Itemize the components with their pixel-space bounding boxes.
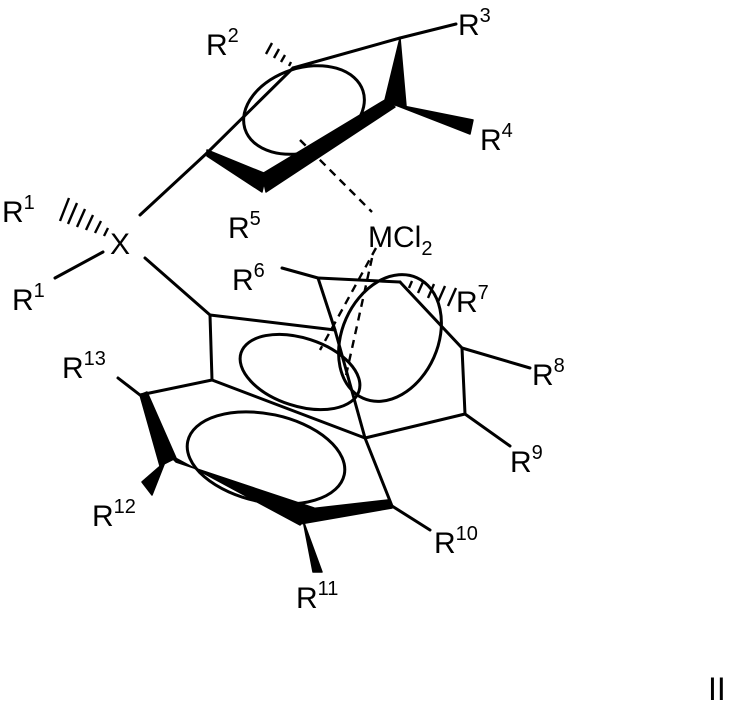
bridge-bonds <box>55 198 210 315</box>
substituent-r1-upper: R1 <box>2 192 35 229</box>
substituent-r4: R4 <box>480 120 513 157</box>
substituent-r9: R9 <box>510 442 543 479</box>
chlorine-count: 2 <box>421 238 432 260</box>
substituent-r3: R3 <box>458 5 491 42</box>
benzo-ring <box>140 392 392 525</box>
substituent-r7: R7 <box>456 282 489 319</box>
substituent-r2: R2 <box>206 25 239 62</box>
substituent-r12: R12 <box>92 496 136 533</box>
formula-number: II <box>708 671 726 703</box>
bridge-atom-label: X <box>110 228 130 261</box>
wedge-bond-r11 <box>303 520 322 572</box>
hashed-bond-r1-upper <box>60 198 108 236</box>
cyclopentadienyl-ring <box>207 38 406 192</box>
metal-complex-label: MCl2 <box>368 221 432 260</box>
five-ring-circle <box>231 321 370 424</box>
chlorine-label: Cl <box>393 221 421 254</box>
metal-label: M <box>368 221 393 254</box>
substituent-r10: R10 <box>434 523 478 560</box>
substituent-r13: R13 <box>62 348 106 385</box>
wedge-bond-r4 <box>393 104 473 134</box>
substituent-r6: R6 <box>232 260 265 297</box>
cp-substituent-bonds <box>140 24 473 215</box>
substituent-r8: R8 <box>532 355 565 392</box>
substituent-r1-lower: R1 <box>12 280 45 317</box>
hashed-bond-r2 <box>266 43 291 66</box>
substituent-r11: R11 <box>296 578 338 615</box>
wedge-bond-r12 <box>142 462 165 495</box>
substituent-r5: R5 <box>228 208 261 245</box>
